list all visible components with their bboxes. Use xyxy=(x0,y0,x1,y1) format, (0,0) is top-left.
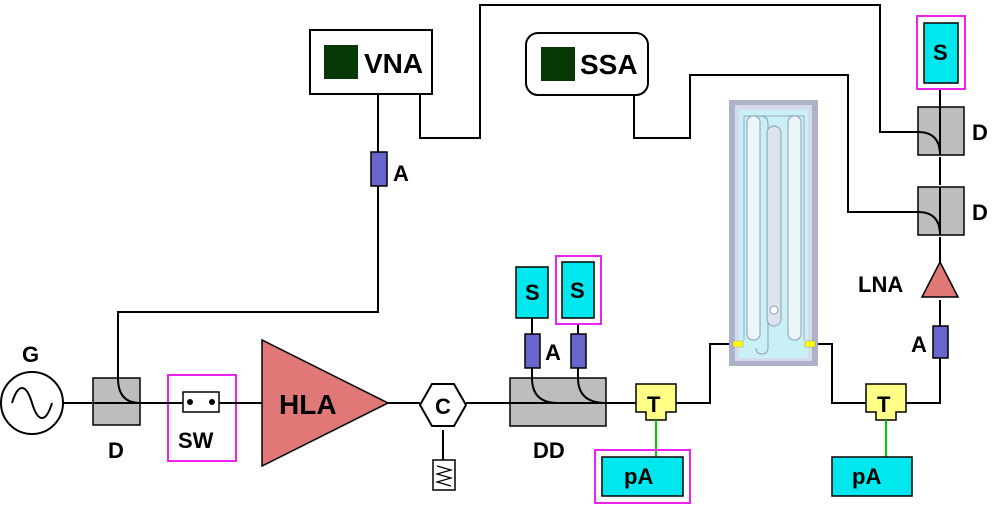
amplifier-hla-label: HLA xyxy=(279,389,337,420)
circulator: C xyxy=(418,383,468,491)
wire-out-line xyxy=(812,88,941,404)
switch: SW xyxy=(167,374,237,462)
amplifier-lna: LNA xyxy=(858,260,960,298)
bias-tee-output: T xyxy=(865,383,907,458)
bias-tee-output-label: T xyxy=(877,392,891,417)
picoammeter-input: pA xyxy=(594,449,691,504)
sensor-out: S xyxy=(916,15,966,90)
attenuator-dd-label: A xyxy=(545,340,561,365)
wire-dd-sensors xyxy=(531,318,579,378)
bias-tee-input-label: T xyxy=(647,392,661,417)
sensor-2: S xyxy=(555,255,602,325)
generator: G xyxy=(0,342,64,435)
sensor-1: S xyxy=(515,266,549,319)
resonator-port-left xyxy=(732,340,744,348)
switch-highlight xyxy=(167,374,237,462)
wires xyxy=(64,4,941,460)
ssa-screen xyxy=(541,47,575,81)
switch-label: SW xyxy=(178,428,214,453)
attenuator-output: A xyxy=(911,325,949,359)
splitter-input-label: D xyxy=(108,438,124,463)
bias-tee-input: T xyxy=(635,383,677,458)
double-coupler-dd-label: DD xyxy=(533,438,565,463)
attenuator-output-label: A xyxy=(911,332,927,357)
ssa-instrument: SSA xyxy=(525,32,649,96)
sensor-2-label: S xyxy=(570,278,585,303)
sensor-out-label: S xyxy=(933,40,948,65)
splitter-input: D xyxy=(92,377,141,463)
wire-ssa-to-lower-dir xyxy=(633,74,918,213)
sensor-out-highlight xyxy=(916,15,966,90)
dir-coupler-lower: D xyxy=(917,186,988,236)
dir-coupler-lower-label: D xyxy=(972,200,988,225)
wire-main-line xyxy=(64,343,735,404)
wire-vna-to-upper-dir xyxy=(419,4,918,139)
vna-instrument: VNA xyxy=(309,29,433,95)
double-coupler-dd: DD xyxy=(509,377,607,463)
attenuator-vna-label: A xyxy=(393,161,409,186)
sensor-2-highlight xyxy=(555,255,602,325)
dd-attenuators: A xyxy=(524,333,587,369)
vna-screen xyxy=(324,45,358,79)
dir-coupler-upper: D xyxy=(917,106,988,156)
wire-vna-to-splitter xyxy=(117,90,379,378)
resonator-port-right xyxy=(804,340,816,348)
picoammeter-input-highlight xyxy=(594,449,691,504)
amplifier-lna-label: LNA xyxy=(858,272,903,297)
ssa-label: SSA xyxy=(580,49,638,80)
circulator-label: C xyxy=(435,394,451,419)
sine-wave-icon xyxy=(11,387,53,419)
sensor-1-label: S xyxy=(525,280,540,305)
amplifier-hla: HLA xyxy=(261,338,390,468)
vna-label: VNA xyxy=(364,48,423,79)
dir-coupler-upper-label: D xyxy=(972,120,988,145)
generator-label: G xyxy=(22,342,39,367)
attenuator-vna: A xyxy=(370,151,409,187)
picoammeter-output: pA xyxy=(831,456,913,497)
resonator xyxy=(729,100,818,366)
picoammeter-output-label: pA xyxy=(852,464,881,489)
picoammeter-input-label: pA xyxy=(624,464,653,489)
termination-load xyxy=(432,459,456,491)
